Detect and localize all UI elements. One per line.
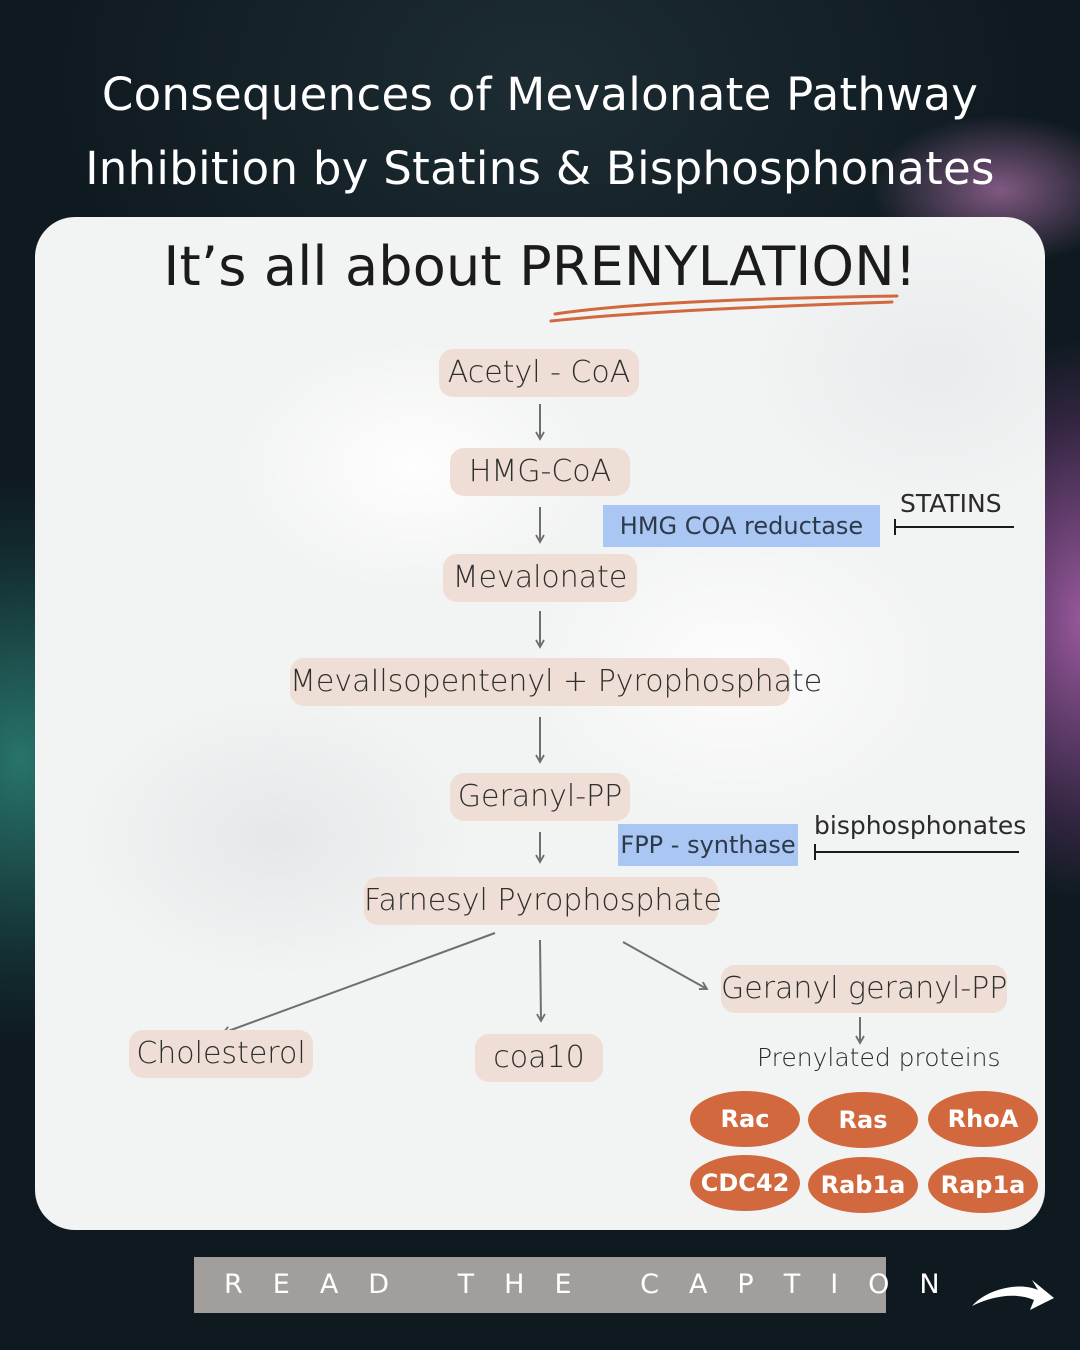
step-geranyl-pp: Geranyl-PP	[450, 773, 630, 821]
protein-rab1a: Rab1a	[808, 1157, 918, 1213]
step-acetyl-coa: Acetyl - CoA	[439, 349, 639, 397]
product-cholesterol: Cholesterol	[129, 1030, 313, 1078]
enzyme-hmg-coa-reductase: HMG COA reductase	[603, 505, 880, 547]
page-title: Consequences of Mevalonate Pathway Inhib…	[0, 58, 1080, 206]
arrow-farnesyl-cholesterol	[221, 932, 496, 1036]
arrow-farnesyl-geranylgeranyl	[622, 941, 709, 990]
content-card: It’s all about PRENYLATION! Acetyl - CoA…	[35, 217, 1045, 1230]
pathway-arrows	[221, 404, 865, 1045]
step-farnesyl-pyrophosphate: Farnesyl Pyrophosphate	[364, 877, 722, 925]
arrow-farnesyl-coa10	[536, 939, 546, 1023]
card-headline: It’s all about PRENYLATION!	[163, 235, 917, 298]
inhibition-line-bisphosphonates	[814, 844, 1019, 860]
enzyme-fpp-synthase: FPP - synthase	[618, 824, 798, 866]
inhibitor-bisphosphonates-label: bisphosphonates	[814, 811, 1027, 840]
protein-rac: Rac	[690, 1091, 800, 1147]
step-hmg-coa: HMG-CoA	[450, 448, 630, 496]
product-coa10: coa10	[475, 1034, 603, 1082]
step-mevalonate: Mevalonate	[443, 554, 637, 602]
protein-rhoa: RhoA	[928, 1091, 1038, 1147]
inhibitor-statins-label: STATINS	[900, 489, 1002, 518]
title-line-2: Inhibition by Statins & Bisphosphonates	[85, 142, 995, 195]
title-line-1: Consequences of Mevalonate Pathway	[101, 68, 979, 121]
curved-arrow-right-icon[interactable]	[968, 1272, 1058, 1316]
protein-rap1a: Rap1a	[928, 1157, 1038, 1213]
inhibition-line-statins	[894, 519, 1014, 535]
prenylated-proteins-label: Prenylated proteins	[757, 1043, 1001, 1072]
headline-underline	[549, 294, 899, 323]
step-isopentenyl-pyrophosphate: MevaIlsopentenyl + Pyrophosphate	[290, 658, 822, 706]
protein-ras: Ras	[808, 1092, 918, 1148]
protein-cdc42: CDC42	[690, 1155, 800, 1211]
product-geranyl-geranyl-pp: Geranyl geranyl-PP	[721, 965, 1007, 1013]
read-caption-banner: READ THE CAPTION	[194, 1257, 940, 1313]
